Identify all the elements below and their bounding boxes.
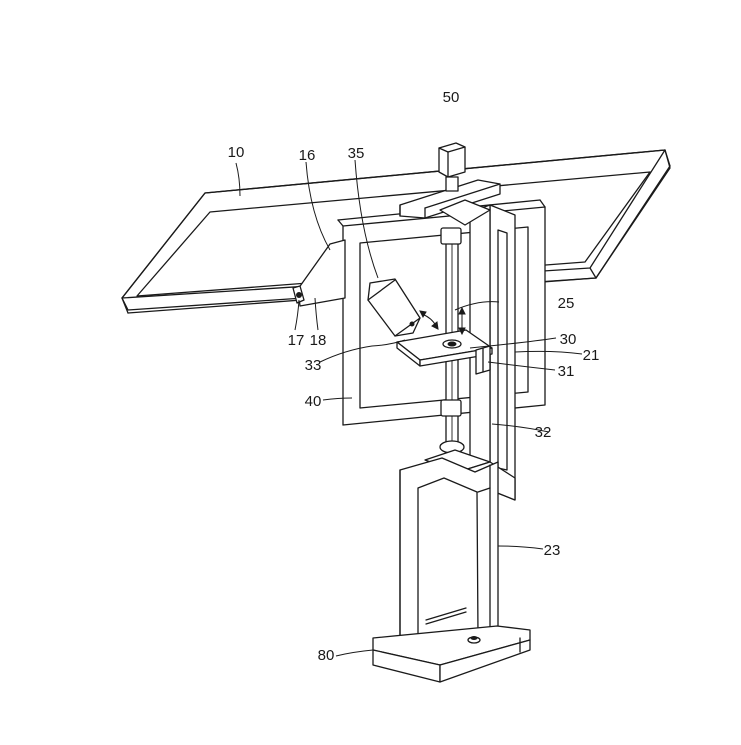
label-21: 21 bbox=[583, 347, 600, 364]
reference-labels: 10 16 35 50 25 30 21 31 17 18 33 40 32 2… bbox=[228, 89, 600, 664]
motor bbox=[438, 142, 466, 192]
label-25: 25 bbox=[558, 295, 575, 312]
carriage bbox=[396, 329, 493, 367]
label-30: 30 bbox=[560, 331, 577, 348]
linkage-plate bbox=[367, 278, 421, 337]
label-35: 35 bbox=[348, 145, 365, 162]
hinge-bracket bbox=[292, 239, 346, 307]
label-17: 17 bbox=[288, 332, 305, 349]
label-18: 18 bbox=[310, 332, 327, 349]
leader-lines bbox=[235, 159, 583, 657]
label-40: 40 bbox=[305, 393, 322, 410]
label-10: 10 bbox=[228, 144, 245, 161]
label-16: 16 bbox=[299, 147, 316, 164]
label-23: 23 bbox=[544, 542, 561, 559]
top-arm bbox=[399, 179, 501, 226]
label-33: 33 bbox=[305, 357, 322, 374]
label-50: 50 bbox=[443, 89, 460, 106]
label-32: 32 bbox=[535, 424, 552, 441]
motion-arrows bbox=[419, 306, 466, 336]
base-plate bbox=[372, 625, 531, 683]
label-80: 80 bbox=[318, 647, 335, 664]
guide-block bbox=[475, 345, 491, 375]
label-31: 31 bbox=[558, 363, 575, 380]
